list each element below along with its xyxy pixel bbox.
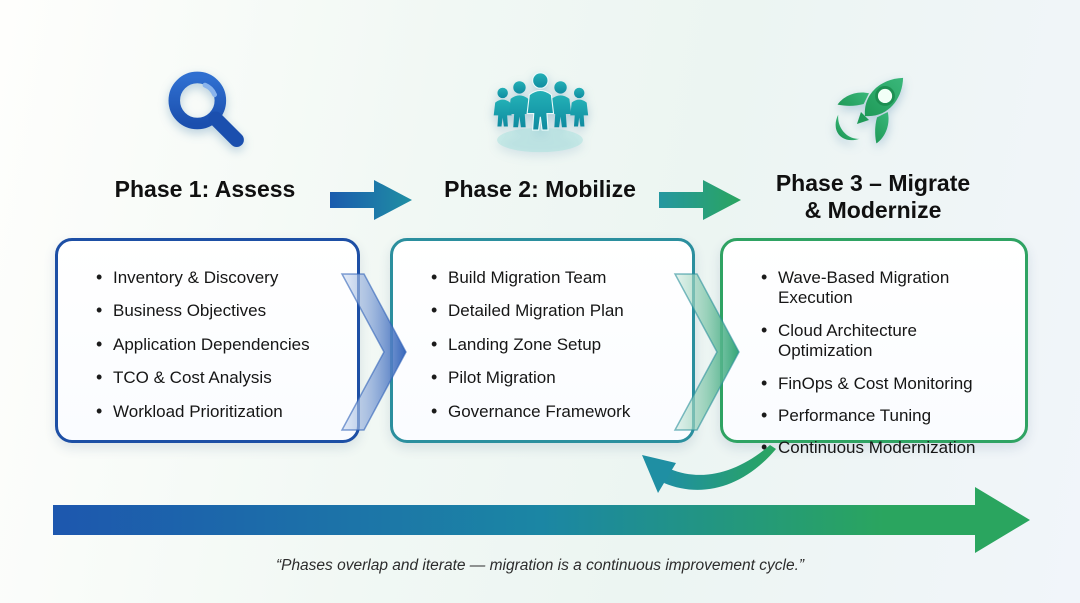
list-item: Cloud Architecture Optimization xyxy=(761,320,961,362)
list-item: Performance Tuning xyxy=(761,405,1017,427)
phase-1-bullet-list: Inventory & Discovery Business Objective… xyxy=(58,241,357,423)
list-item: Landing Zone Setup xyxy=(431,334,684,356)
phase-2-header: Phase 2: Mobilize xyxy=(410,58,670,203)
list-item: FinOps & Cost Monitoring xyxy=(761,373,1017,395)
list-item: Workload Prioritization xyxy=(96,401,349,423)
flow-arrow-icon xyxy=(659,180,741,220)
phase-3-title-line2: & Modernize xyxy=(804,197,942,224)
list-item: Pilot Migration xyxy=(431,367,684,389)
chevron-right-icon xyxy=(673,273,740,431)
list-item: Build Migration Team xyxy=(431,267,684,289)
list-item: Continuous Modernization xyxy=(761,437,1017,459)
flow-arrow-icon xyxy=(330,180,412,220)
iterate-back-arrow-icon xyxy=(642,445,776,493)
phase-3-card: Wave-Based Migration Execution Cloud Arc… xyxy=(720,238,1028,459)
list-item: Application Dependencies xyxy=(96,334,349,356)
phase-2-title: Phase 2: Mobilize xyxy=(444,176,636,202)
phase-2-bullet-list: Build Migration Team Detailed Migration … xyxy=(393,241,692,423)
magnifier-icon xyxy=(75,58,335,160)
phase-1-title: Phase 1: Assess xyxy=(114,176,296,202)
phase-1-card: Inventory & Discovery Business Objective… xyxy=(55,238,360,443)
rocket-icon xyxy=(743,58,1003,160)
phase-3-title-line1: Phase 3 – Migrate xyxy=(775,170,971,196)
list-item: Wave-Based Migration Execution xyxy=(761,267,1017,309)
phase-3-bullet-list: Wave-Based Migration Execution Cloud Arc… xyxy=(723,241,1025,459)
phase-1-header: Phase 1: Assess xyxy=(75,58,335,203)
list-item: Detailed Migration Plan xyxy=(431,300,684,322)
phase-3-title: Phase 3 – Migrate & Modernize xyxy=(743,170,1003,224)
timeline-arrow xyxy=(53,487,1030,553)
list-item: Business Objectives xyxy=(96,300,349,322)
list-item: TCO & Cost Analysis xyxy=(96,367,349,389)
list-item: Inventory & Discovery xyxy=(96,267,349,289)
list-item: Governance Framework xyxy=(431,401,684,423)
phase-3-header: Phase 3 – Migrate & Modernize xyxy=(743,58,1003,224)
quote-caption: “Phases overlap and iterate — migration … xyxy=(275,557,805,574)
chevron-right-icon xyxy=(340,273,407,431)
phase-2-card: Build Migration Team Detailed Migration … xyxy=(390,238,695,443)
team-icon xyxy=(410,58,670,160)
